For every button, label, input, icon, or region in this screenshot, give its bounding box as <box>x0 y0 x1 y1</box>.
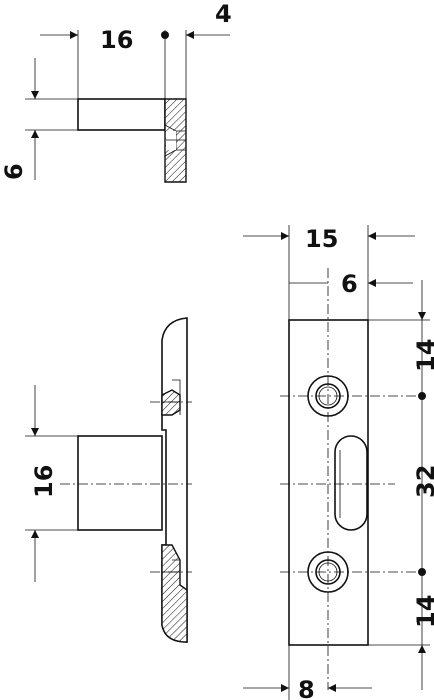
top-countersink-gap <box>166 131 176 150</box>
front-view: 15 6 14 32 14 8 <box>243 225 434 700</box>
dim-top-height: 6 <box>0 163 28 180</box>
side-pin-body <box>77 435 163 531</box>
front-plate <box>288 319 369 646</box>
dim-front-bottom-hole: 14 <box>412 595 434 628</box>
dim-front-width: 15 <box>305 225 338 253</box>
front-dot-top <box>418 392 426 400</box>
top-view: 16 4 6 <box>0 0 232 183</box>
top-pin-body <box>77 98 166 131</box>
dim-front-inner: 6 <box>341 270 358 298</box>
dim-front-span: 32 <box>412 465 434 498</box>
dim-top-width: 16 <box>100 26 133 54</box>
dim-front-top-hole: 14 <box>412 339 434 372</box>
front-slot <box>334 435 368 531</box>
top-reference-dot <box>161 31 169 39</box>
front-dot-bottom <box>418 568 426 576</box>
dim-front-bottom: 8 <box>298 676 315 700</box>
side-view: 16 <box>25 317 192 643</box>
dim-top-plate: 4 <box>215 0 232 28</box>
dim-side-height: 16 <box>30 465 58 498</box>
side-plate-section-upper <box>161 389 181 416</box>
